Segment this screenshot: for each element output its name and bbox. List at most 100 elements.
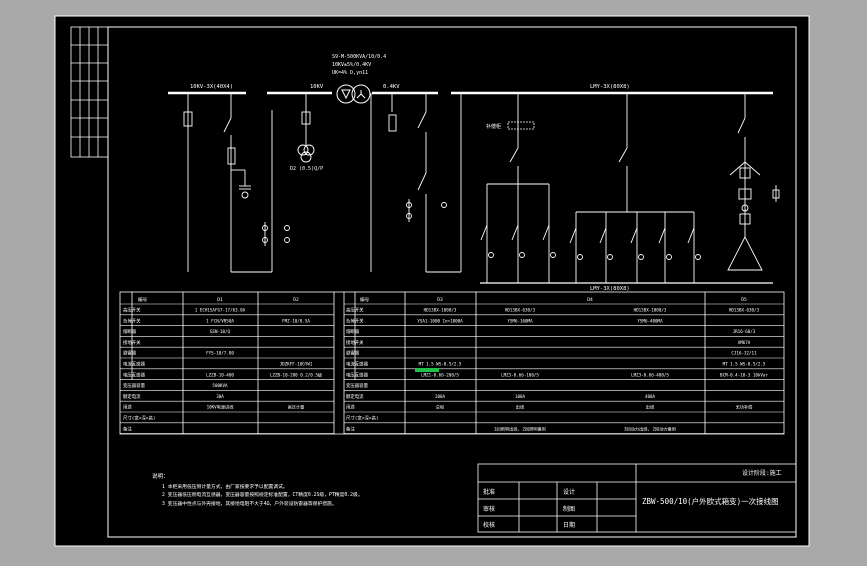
table-cell: 30A	[216, 394, 224, 399]
equipment-table-grid	[119, 291, 785, 435]
table-cell: 无功补偿	[736, 404, 753, 411]
hv-incomer-circuit	[183, 93, 290, 273]
capacitor-label: 补偿柜	[486, 123, 501, 130]
table-row-label: 尺寸(宽×深×高)	[346, 415, 379, 422]
pt-label: D2 (0.5)Q/P	[290, 166, 323, 172]
left-header-cell: D1	[217, 297, 223, 303]
drawing-sheet-background	[54, 15, 810, 547]
table-cell: LMZ3-0.66-400/5	[631, 372, 669, 377]
table-cell: 1回照明出线, 2回照明备用	[494, 425, 546, 432]
table-cell: LZZB-10-400	[206, 372, 234, 377]
table-row-label: 电流互感器	[346, 361, 369, 368]
title-approve: 批准	[483, 488, 495, 496]
table-cell: HD13BX-1000/3	[424, 308, 457, 313]
table-cell: HD13BX-1000/3	[634, 308, 667, 313]
lv-bus-bottom-label: LMY-3X(80X8)	[590, 286, 630, 292]
table-cell: LZZB-10-200 0.2/0.5级	[270, 371, 323, 378]
transformer-symbol	[336, 84, 371, 104]
table-cell: GSN-10/Q	[210, 329, 231, 334]
bus-bars	[168, 91, 773, 284]
table-cell: LMZ1-0.66-200/5	[421, 372, 459, 377]
table-row-label: 熔断器	[346, 328, 360, 335]
table-cell: 总柜	[436, 404, 444, 411]
drawing-inner-border	[107, 26, 797, 538]
table-row-label: 高压开关	[123, 307, 141, 314]
transformer-spec-line2: 10KV±5%/0.4KV	[332, 62, 371, 68]
table-row-label: 额定电流	[346, 393, 364, 400]
equipment-table-rows	[120, 303, 784, 434]
table-cell: HD13BX-630/3	[729, 308, 760, 313]
note-item-3: 3 变压器中性点与外壳接地，其接地电阻不大于4Ω，户外装设防雷器等保护措施。	[162, 500, 337, 507]
lv-bus-top-label: LMY-3X(80X8)	[590, 84, 630, 90]
table-cell: AM67A	[738, 340, 751, 345]
lv-incomer-circuit	[370, 93, 462, 273]
table-cell: MT 1.5 WS-0.5/2.5	[723, 362, 766, 367]
table-cell: 3回动力出线, 2回动力备用	[624, 425, 676, 432]
left-header-cell: D2	[293, 297, 299, 303]
table-row-label: 用途	[346, 404, 355, 411]
transformer-spec-line1: S9-M-500KVA/10/0.4	[332, 54, 386, 60]
table-row-label: 变压器容量	[123, 382, 146, 389]
table-cell: 10KV电源进线	[207, 404, 235, 411]
title-design-stage: 设计阶段:施工	[742, 469, 782, 477]
table-row-label: 负荷开关	[346, 317, 364, 324]
table-cell: 出线	[646, 404, 655, 411]
table-row-label: 用途	[123, 404, 132, 411]
table-row-label: 电流互感器	[123, 361, 146, 368]
title-block-grid	[477, 463, 797, 533]
highlighted-cell	[415, 368, 439, 372]
lv-voltage-label: 0.4KV	[383, 84, 400, 90]
hv-voltage-label: 10KV	[310, 84, 324, 90]
table-row-label: 备注	[123, 425, 132, 432]
table-cell: FYS-10/7.80	[206, 351, 234, 356]
table-cell: CJ16-32/11	[731, 351, 757, 356]
table-cell: 1 ECH1SAFG7-17/63.0A	[195, 308, 246, 313]
table-row-label: 尺寸(宽×深×高)	[123, 415, 156, 422]
left-header-cell: 编号	[138, 296, 148, 303]
title-design: 设计	[563, 488, 575, 496]
table-cell: 出线	[516, 404, 525, 411]
title-check: 校核	[483, 521, 495, 529]
table-cell: JDZKFF-10GYW1	[280, 362, 313, 367]
table-cell: HD13BX-630/3	[505, 308, 536, 313]
table-cell: 高压计量	[288, 404, 305, 411]
table-row-label: 额定电流	[123, 393, 141, 400]
right-header-cell: D3	[437, 297, 443, 303]
right-header-cell: 编号	[360, 296, 370, 303]
table-row-label: 变压器容量	[346, 382, 369, 389]
table-row-label: 避雷器	[123, 350, 137, 357]
equipment-table-text: 编号 D1 D2 编号 D3 D4 D5 高压开关 高压开关 1 ECH1SAFG7-17/63.…	[123, 296, 768, 432]
table-row-label: 负荷开关	[123, 317, 141, 324]
title-draw: 制图	[563, 505, 575, 513]
right-header-cell: D5	[741, 297, 747, 303]
note-item-1: 1 本柜采用低压侧计量方式，由厂家按要求予以配置调试。	[162, 483, 288, 490]
table-row-label: 备注	[346, 425, 355, 432]
note-item-2: 2 变压器低压侧电流互感器，变压器容量按照规定标准配置，CT精度0.2S级，PT…	[162, 491, 363, 498]
binding-strip	[70, 26, 109, 158]
table-cell: JR16-60/3	[733, 329, 756, 334]
table-cell: 1 FCN/VR50A	[206, 318, 234, 323]
notes-title: 说明：	[152, 472, 169, 480]
transformer-spec-line3: UK=4% D,yn11	[332, 70, 368, 76]
lv-feeder-group-2	[569, 93, 701, 283]
table-cell: 500KVA	[212, 383, 228, 388]
table-cell: BCM-0.4-10-3 10kVar	[720, 372, 768, 377]
right-header-cell: D4	[587, 297, 593, 303]
table-row-label: 电压互感器	[123, 371, 146, 378]
table-row-label: 接地开关	[346, 339, 364, 346]
title-date: 日期	[563, 521, 575, 529]
table-cell: YSM6-160MA	[507, 318, 533, 323]
table-cell: YSM6-400MA	[637, 318, 663, 323]
table-cell: YSA1-1000 In=1000A	[417, 318, 463, 323]
table-row-label: 熔断器	[123, 328, 137, 335]
drawing-title: ZBW-500/10(户外欧式箱变)一次接线图	[642, 496, 779, 506]
table-cell: FMZ-10/0.5A	[282, 318, 310, 323]
table-cell: MT 1.5 WS-0.5/2.5	[419, 362, 462, 367]
table-row-label: 高压开关	[346, 307, 364, 314]
title-review: 审核	[483, 505, 495, 513]
table-row-label: 接地开关	[123, 339, 141, 346]
table-cell: 400A	[645, 394, 656, 399]
hv-bus-label: 10KV-3X(40X4)	[190, 84, 233, 90]
